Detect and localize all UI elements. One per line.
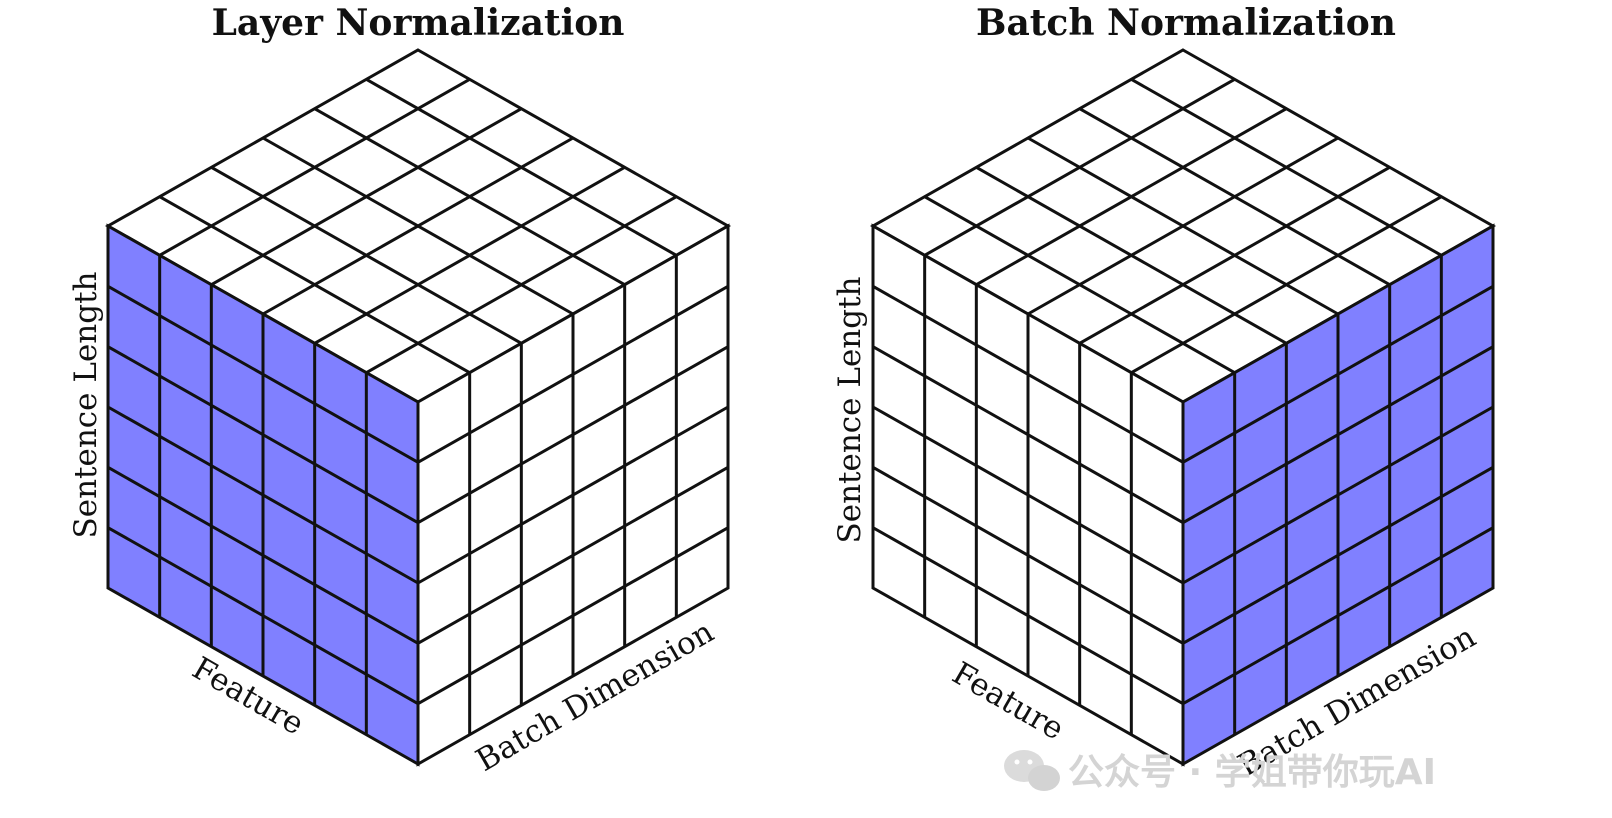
layer-norm-cube-left-grid-line <box>107 526 419 705</box>
layer-norm-sentence-length-label: Sentence Length <box>68 271 104 538</box>
batch-norm-title: Batch Normalization <box>976 2 1396 44</box>
batch-norm-cube-right-grid-line <box>1182 526 1494 705</box>
layer-norm-panel: Layer Normalization Sentence Length Feat… <box>68 2 732 779</box>
batch-norm-sentence-length-label: Sentence Length <box>832 276 868 543</box>
batch-norm-cube <box>869 48 1497 767</box>
watermark-text: 公众号 · 学姐带你玩AI <box>1068 751 1436 793</box>
watermark: 公众号 · 学姐带你玩AI <box>1004 750 1436 793</box>
batch-norm-cube-top-grid-line <box>1130 195 1443 374</box>
csdn-credit: CSDN @病树前头 <box>1468 793 1583 809</box>
batch-norm-panel: Batch Normalization Sentence Length Feat… <box>832 2 1497 784</box>
wechat-icon <box>1004 750 1060 791</box>
batch-norm-cube-left-grid-line <box>872 526 1184 705</box>
layer-norm-title: Layer Normalization <box>212 2 625 44</box>
layer-norm-cube-top-grid-line <box>365 195 678 374</box>
layer-norm-cube <box>104 48 732 767</box>
layer-norm-cube-right-grid-line <box>417 526 729 705</box>
